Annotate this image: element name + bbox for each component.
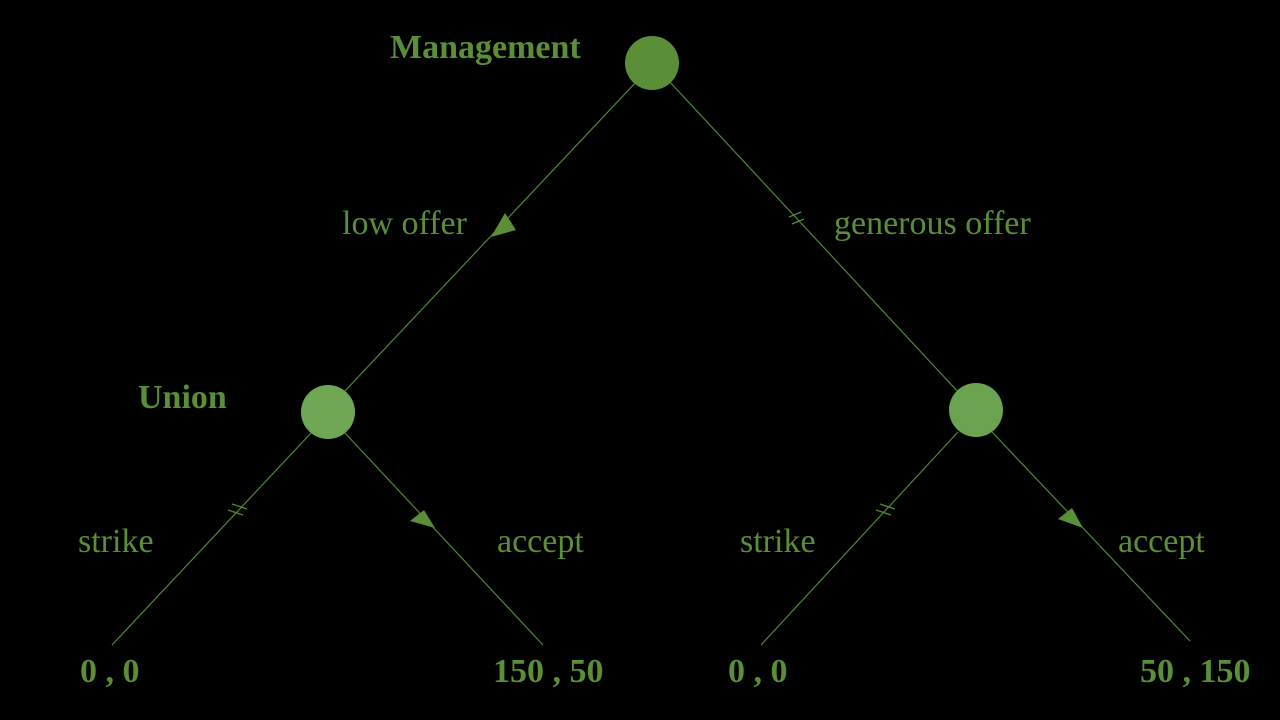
- edge-right-strike: [760, 431, 959, 646]
- arrow-icon: [491, 213, 516, 237]
- payoff-low-accept: 150 , 50: [493, 653, 604, 690]
- edge-low-offer: [343, 79, 639, 393]
- move-label-right-accept: accept: [1118, 523, 1205, 560]
- player-label-union: Union: [138, 379, 227, 416]
- arrow-icon: [1058, 508, 1083, 528]
- edge-right-accept: [991, 431, 1191, 642]
- player-label-management: Management: [390, 29, 581, 66]
- edge-generous-offer: [667, 79, 961, 395]
- management-node: [625, 36, 679, 90]
- double-tick-icon: [788, 211, 805, 225]
- payoff-generous-strike: 0 , 0: [728, 653, 788, 690]
- edge-left-accept: [343, 431, 544, 646]
- move-label-left-strike: strike: [78, 523, 154, 560]
- double-tick-icon: [227, 503, 248, 516]
- arrow-icon: [410, 510, 435, 528]
- move-label-right-strike: strike: [740, 523, 816, 560]
- union-node-right: [949, 383, 1003, 437]
- edge-left-strike: [111, 431, 313, 646]
- move-label-generous-offer: generous offer: [834, 205, 1031, 242]
- payoff-generous-accept: 50 , 150: [1140, 653, 1251, 690]
- union-node-left: [301, 385, 355, 439]
- double-tick-icon: [875, 503, 896, 516]
- payoff-low-strike: 0 , 0: [80, 653, 140, 690]
- move-label-left-accept: accept: [497, 523, 584, 560]
- move-label-low-offer: low offer: [342, 205, 468, 242]
